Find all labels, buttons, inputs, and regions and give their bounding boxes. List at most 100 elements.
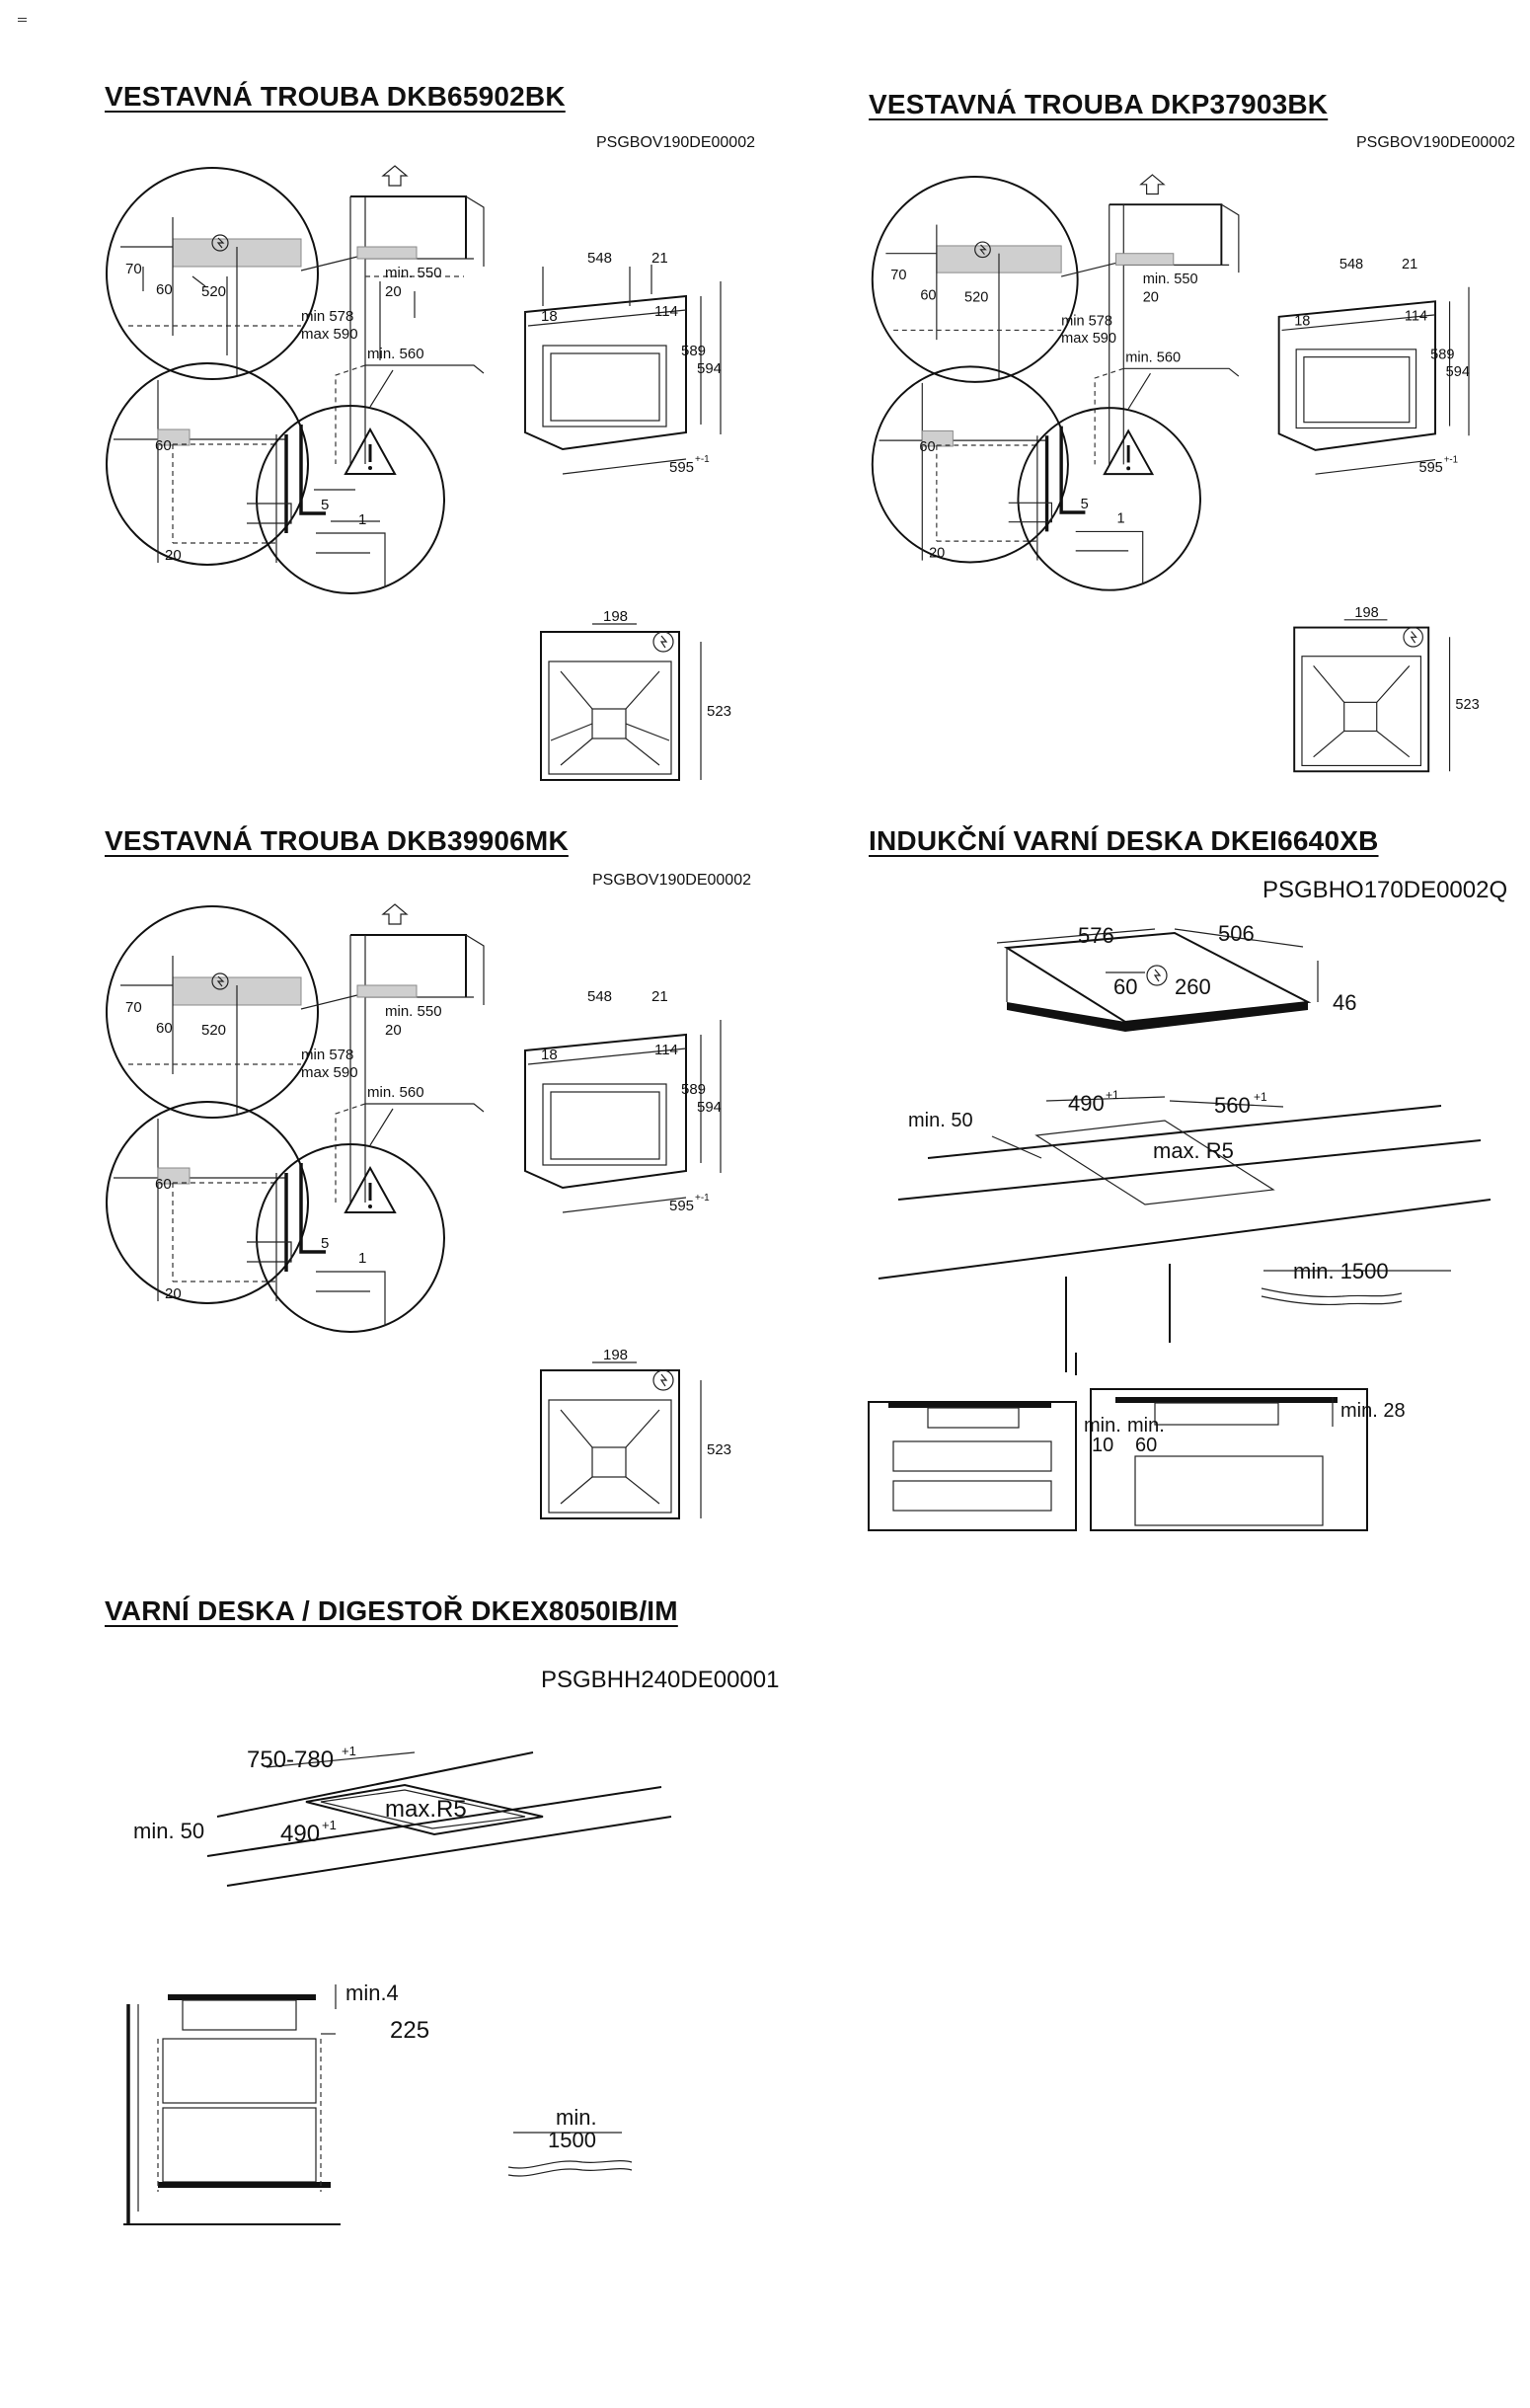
dim-46: 46 — [1333, 990, 1356, 1015]
dim-min60-value: 60 — [1135, 1435, 1157, 1456]
oven1-diagram: 70 60 520 60 20 min. 550 20 min 578 max … — [106, 165, 731, 781]
dim-21: 21 — [651, 250, 668, 267]
dim-60: 60 — [156, 281, 173, 298]
oven3-code: PSGBOV190DE00002 — [592, 872, 751, 889]
dim-198: 198 — [603, 1347, 628, 1363]
dim-min28: min. 28 — [1340, 1400, 1406, 1422]
dim-560-tolerance: +1 — [1254, 1090, 1267, 1104]
dim-max590: max 590 — [301, 1064, 358, 1081]
dim-260: 260 — [1175, 974, 1211, 999]
dim-490-tolerance: +1 — [322, 1818, 337, 1832]
dim-min560: min. 560 — [367, 1084, 424, 1101]
dim-max-r5: max.R5 — [385, 1796, 467, 1823]
dim-70: 70 — [125, 261, 142, 277]
oven-installation-group: 70 60 520 60 20 min. 550 20 min 578 max … — [106, 165, 731, 781]
oven-installation-group: 70 60 520 60 20 min. 550 20 min 578 max … — [106, 903, 731, 1519]
dim-114: 114 — [654, 1042, 678, 1058]
hood-diagram: 750-780 +1 max.R5 min. 50 490 +1 min.4 2… — [123, 1744, 672, 2225]
oven-installation-group: 70 60 520 60 20 min. 550 20 min 578 max … — [871, 174, 1480, 773]
dim-min10-value: 10 — [1092, 1435, 1113, 1456]
dim-5: 5 — [321, 1235, 329, 1252]
dim-198: 198 — [603, 608, 628, 625]
dim-max590: max 590 — [1061, 331, 1116, 347]
dim-60: 60 — [920, 287, 936, 303]
dim-5: 5 — [321, 497, 329, 513]
oven3-title: VESTAVNÁ TROUBA DKB39906MK — [105, 825, 569, 856]
dim-60b: 60 — [155, 1176, 172, 1193]
hob-installation-group: 576 506 60 260 46 min. 50 490 +1 560 +1 … — [868, 921, 1492, 1531]
dim-594: 594 — [697, 360, 722, 377]
hob-code: PSGBHO170DE0002Q — [1262, 877, 1508, 903]
hood-title: VARNÍ DESKA / DIGESTOŘ DKEX8050IB/IM — [105, 1595, 678, 1626]
dim-576: 576 — [1078, 923, 1114, 948]
dim-750-tolerance: +1 — [342, 1744, 356, 1758]
dim-60b: 60 — [155, 437, 172, 454]
dim-20: 20 — [1143, 289, 1159, 305]
dim-70: 70 — [890, 268, 906, 283]
dim-min1500-label: min. — [556, 2105, 597, 2130]
oven2-diagram: 70 60 520 60 20 min. 550 20 min 578 max … — [871, 174, 1480, 773]
dim-520: 520 — [964, 289, 988, 305]
dim-594: 594 — [1446, 364, 1470, 380]
dim-max590: max 590 — [301, 326, 358, 343]
hamburger-menu-icon[interactable] — [18, 18, 27, 25]
dim-490: 490 — [280, 1821, 320, 1847]
dim-min60-label: min. — [1127, 1415, 1165, 1437]
dim-5: 5 — [1081, 497, 1089, 512]
dim-min550: min. 550 — [385, 1003, 442, 1020]
dim-max-r5: max. R5 — [1153, 1138, 1234, 1163]
dim-594: 594 — [697, 1099, 722, 1116]
dim-20b: 20 — [165, 1285, 182, 1302]
dim-min578: min 578 — [1061, 314, 1112, 330]
dim-523: 523 — [1455, 697, 1479, 713]
dim-min560: min. 560 — [367, 346, 424, 362]
oven2-code: PSGBOV190DE00002 — [1356, 134, 1515, 151]
dim-1: 1 — [1116, 511, 1124, 527]
oven2-title: VESTAVNÁ TROUBA DKP37903BK — [869, 89, 1329, 119]
dim-1: 1 — [358, 511, 366, 528]
dim-595-tolerance: +-1 — [695, 1193, 710, 1204]
dim-548: 548 — [1339, 257, 1363, 272]
dim-589: 589 — [681, 343, 706, 359]
dim-595-tolerance: +-1 — [1444, 454, 1458, 465]
dim-225: 225 — [390, 2017, 429, 2044]
dim-595: 595 — [669, 1198, 694, 1214]
dim-18: 18 — [541, 308, 558, 325]
dim-18: 18 — [1294, 314, 1310, 330]
dim-min1500-value: 1500 — [548, 2128, 596, 2152]
dim-750-780: 750-780 — [247, 1747, 334, 1773]
hood-installation-group: 750-780 +1 max.R5 min. 50 490 +1 min.4 2… — [123, 1744, 672, 2225]
dim-min578: min 578 — [301, 1047, 353, 1063]
dim-60: 60 — [156, 1020, 173, 1037]
dim-20b: 20 — [165, 547, 182, 564]
dim-589: 589 — [1430, 348, 1454, 363]
dim-18: 18 — [541, 1047, 558, 1063]
dim-70: 70 — [125, 999, 142, 1016]
dim-589: 589 — [681, 1081, 706, 1098]
dim-595-tolerance: +-1 — [695, 454, 710, 465]
dim-506: 506 — [1218, 921, 1255, 946]
dim-520: 520 — [201, 1022, 226, 1039]
dim-595: 595 — [1418, 460, 1442, 476]
dim-min1500: min. 1500 — [1293, 1259, 1389, 1283]
dim-114: 114 — [1405, 309, 1427, 325]
dim-523: 523 — [707, 1441, 731, 1458]
dim-490: 490 — [1068, 1091, 1105, 1116]
dim-114: 114 — [654, 303, 678, 320]
dim-198: 198 — [1354, 605, 1378, 621]
dim-548: 548 — [587, 250, 612, 267]
dim-min50: min. 50 — [133, 1819, 204, 1843]
dim-595: 595 — [669, 459, 694, 476]
dim-min550: min. 550 — [385, 265, 442, 281]
dim-1: 1 — [358, 1250, 366, 1267]
dim-490-tolerance: +1 — [1106, 1088, 1119, 1102]
dim-20: 20 — [385, 1022, 402, 1039]
dim-min578: min 578 — [301, 308, 353, 325]
dim-548: 548 — [587, 988, 612, 1005]
hob-diagram: 576 506 60 260 46 min. 50 490 +1 560 +1 … — [868, 921, 1492, 1531]
dim-21: 21 — [651, 988, 668, 1005]
dim-60b: 60 — [919, 439, 935, 455]
dim-520: 520 — [201, 283, 226, 300]
dim-min4: min.4 — [345, 1981, 399, 2005]
hood-code: PSGBHH240DE00001 — [541, 1667, 780, 1693]
